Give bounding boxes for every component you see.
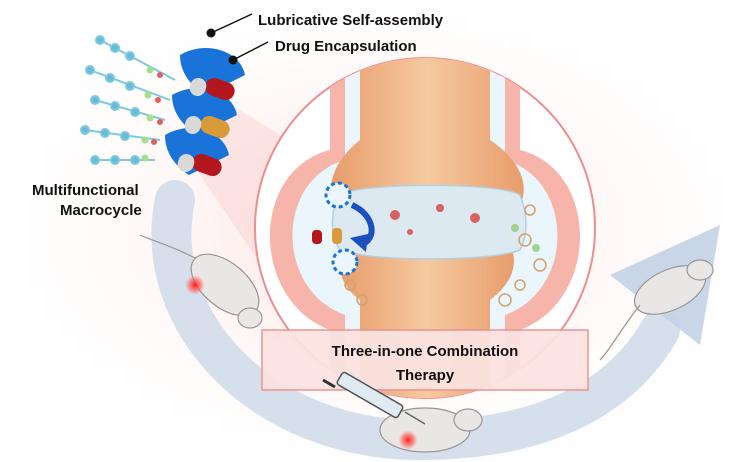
drug-encapsulation-label: Drug Encapsulation [275,38,417,55]
knee-joint-icon [254,57,596,399]
mouse-icon [139,234,714,453]
macrocycle-label-line2: Macrocycle [60,202,142,219]
drug-capsule-icon [177,77,235,177]
syringe-icon [322,371,426,425]
therapy-label-line2: Therapy [396,367,455,384]
macrocycle-icon [80,13,269,177]
therapy-label-line1: Three-in-one Combination [332,343,519,360]
macrocycle-label-line1: Multifunctional [32,182,139,199]
self-assembly-label: Lubricative Self-assembly [258,12,444,29]
